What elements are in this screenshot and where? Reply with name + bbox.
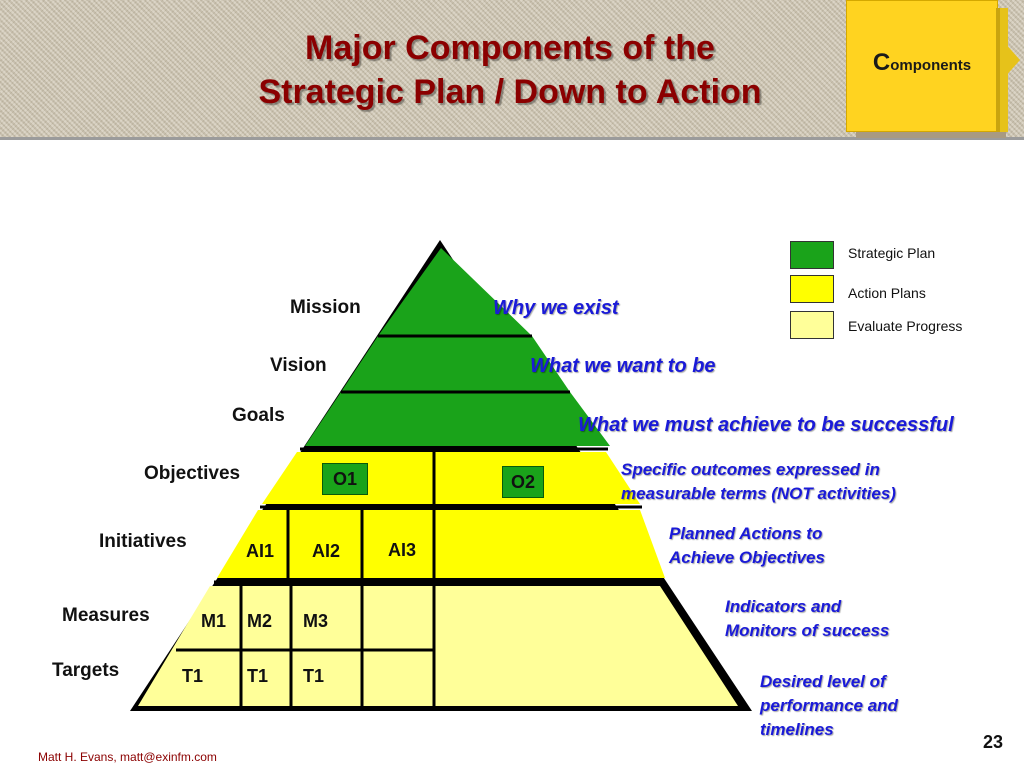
pyramid-tier-objectives [262,452,640,504]
badge-initial: C [872,49,891,76]
level-label-vision: Vision [270,355,327,376]
pyramid-tier-measures-targets [138,586,738,706]
badge-rest: omponents [890,57,972,74]
measures-description-line-2: Monitors of success [725,621,890,640]
objectives-description-line-2: measurable terms (NOT activities) [621,484,896,503]
target-cell-1: T1 [182,666,204,686]
page-number: 23 [983,732,1004,752]
level-label-targets: Targets [52,660,120,681]
pyramid-tier-goals [305,392,610,446]
legend-label-action-plans: Action Plans [848,285,926,301]
slide-title: Major Components of the Strategic Plan /… [190,26,830,114]
initiative-cell-1: AI1 [246,541,275,561]
legend-swatch-strategic-plan [790,241,834,269]
pyramid-tier-initiatives [217,510,665,578]
targets-description-line-3: timelines [760,720,834,739]
pyramid-cell-dividers [239,450,436,706]
components-badge: Components [846,0,998,132]
measure-cell-3: M3 [303,611,329,631]
slide-title-line-1: Major Components of the [305,29,715,67]
badge-arrow-icon [996,8,1020,132]
target-cell-2: T1 [247,666,269,686]
targets-description-line-2: performance and [760,696,898,715]
level-description-mission: Why we exist [493,297,619,319]
badge-text: Components [847,49,997,77]
level-label-objectives: Objectives [144,463,241,484]
target-cell-3: T1 [303,666,325,686]
level-label-initiatives: Initiatives [99,531,187,552]
level-description-initiatives: Planned Actions to Achieve Objectives [669,522,825,570]
level-label-mission: Mission [290,297,361,318]
initiatives-description-line-1: Planned Actions to [669,524,823,543]
level-description-vision: What we want to be [530,355,716,377]
level-description-goals: What we must achieve to be successful [578,414,954,436]
header-banner: Major Components of the Strategic Plan /… [0,0,1024,140]
objective-box-2: O2 [502,466,544,498]
legend-swatch-action-plans [790,275,834,303]
level-description-objectives: Specific outcomes expressed in measurabl… [621,458,896,506]
initiative-cell-3: AI3 [388,540,417,560]
measure-cell-2: M2 [247,611,273,631]
initiative-cell-2: AI2 [312,541,341,561]
objectives-description-line-1: Specific outcomes expressed in [621,460,880,479]
measure-cell-1: M1 [201,611,227,631]
legend-label-evaluate-progress: Evaluate Progress [848,318,963,334]
legend-label-strategic-plan: Strategic Plan [848,245,936,261]
level-description-measures: Indicators and Monitors of success [725,595,889,643]
legend-swatch-evaluate-progress [790,311,834,339]
initiatives-description-line-2: Achieve Objectives [669,548,825,567]
targets-description-line-1: Desired level of [760,672,886,691]
level-label-goals: Goals [232,405,285,426]
level-description-targets: Desired level of performance and timelin… [760,670,898,742]
level-label-measures: Measures [62,605,150,626]
objective-box-1: O1 [322,463,368,495]
pyramid-tier-mission [378,248,532,336]
pyramid-tier-vision [341,336,570,392]
footer-author: Matt H. Evans, matt@exinfm.com [38,750,217,764]
slide-title-line-2: Strategic Plan / Down to Action [258,73,762,111]
measures-description-line-1: Indicators and [725,597,842,616]
